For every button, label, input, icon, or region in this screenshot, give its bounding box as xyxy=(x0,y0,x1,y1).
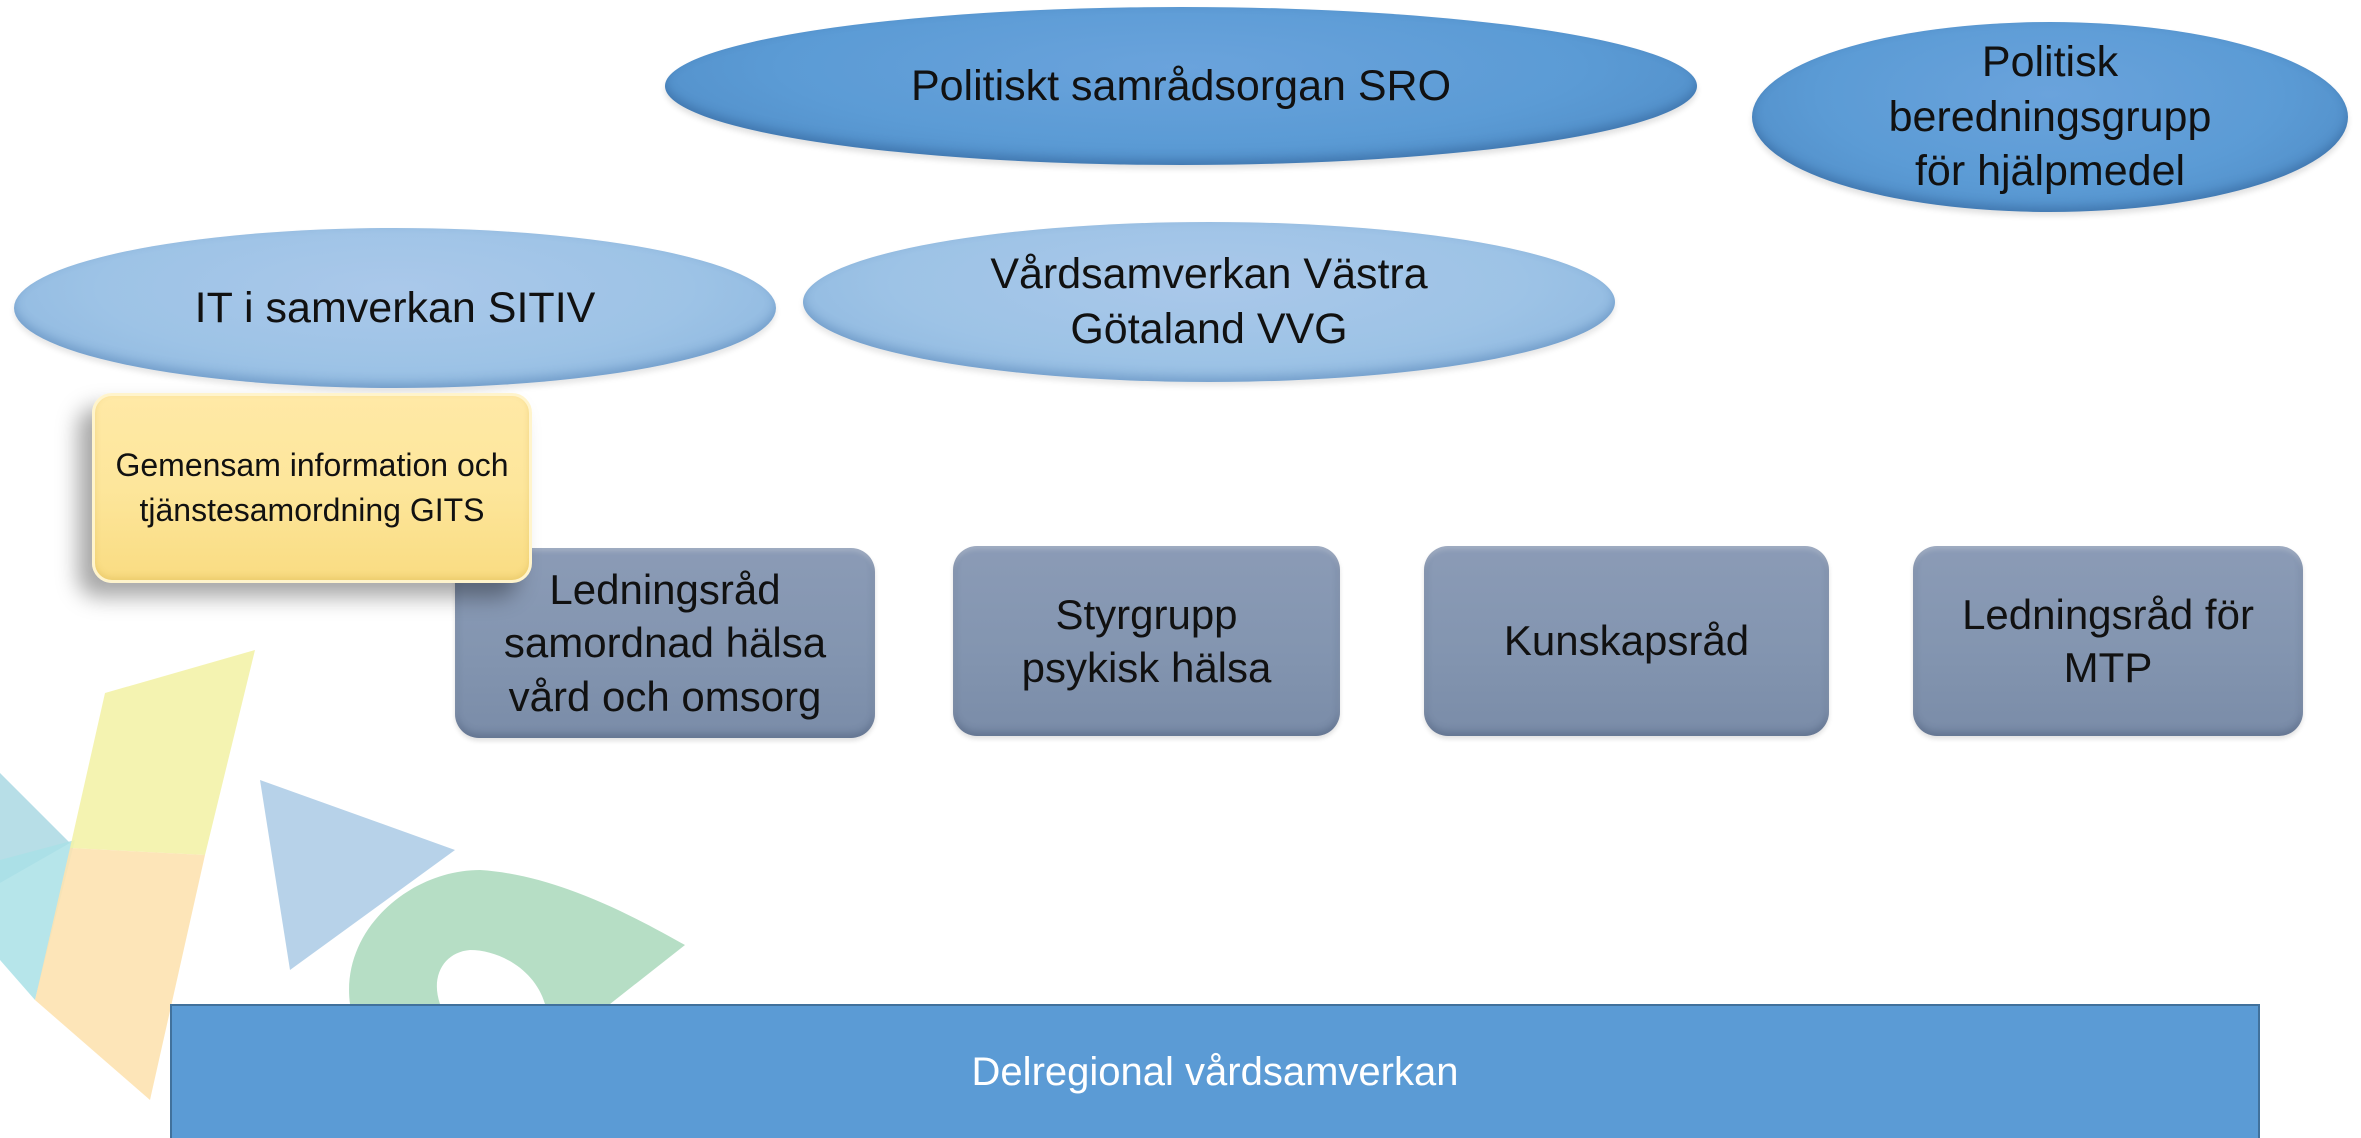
base-bar: Delregional vårdsamverkan xyxy=(170,1004,2260,1138)
base-label: Delregional vårdsamverkan xyxy=(971,1049,1459,1094)
council-box-samordnad-halsa: Ledningsråd samordnad hälsa vård och oms… xyxy=(455,548,875,738)
hjalpmedel-label: Politisk beredningsgrupp för hjälpmedel xyxy=(1888,38,2212,196)
council-box-psykisk-halsa: Styrgrupp psykisk hälsa xyxy=(953,546,1340,736)
deco-green-swirl xyxy=(349,870,685,1004)
council-box-kunskapsrad: Kunskapsråd xyxy=(1424,546,1829,736)
gits-box: Gemensam information och tjänstesamordni… xyxy=(92,393,532,583)
council-label-psykisk-halsa: Styrgrupp psykisk hälsa xyxy=(1021,590,1272,691)
vvg-label: Vårdsamverkan Västra Götaland VVG xyxy=(990,250,1428,353)
council-label-mtp: Ledningsråd för MTP xyxy=(1962,590,2254,691)
deco-blue-triangle xyxy=(260,780,455,970)
vvg-ellipse: Vårdsamverkan Västra Götaland VVG xyxy=(803,222,1615,382)
council-label-samordnad-halsa: Ledningsråd samordnad hälsa vård och oms… xyxy=(503,566,827,720)
sro-label: Politiskt samrådsorgan SRO xyxy=(910,61,1452,110)
sitiv-ellipse: IT i samverkan SITIV xyxy=(14,228,776,388)
deco-orange-shape xyxy=(35,848,205,1100)
gits-label: Gemensam information och tjänstesamordni… xyxy=(115,447,509,528)
sitiv-label: IT i samverkan SITIV xyxy=(194,283,596,332)
deco-yellow-shape xyxy=(70,650,255,855)
council-label-kunskapsrad: Kunskapsråd xyxy=(1503,617,1750,665)
hjalpmedel-ellipse: Politisk beredningsgrupp för hjälpmedel xyxy=(1752,22,2348,212)
deco-cyan-shape xyxy=(0,840,75,1000)
sro-ellipse: Politiskt samrådsorgan SRO xyxy=(665,7,1697,165)
council-box-mtp: Ledningsråd för MTP xyxy=(1913,546,2303,736)
